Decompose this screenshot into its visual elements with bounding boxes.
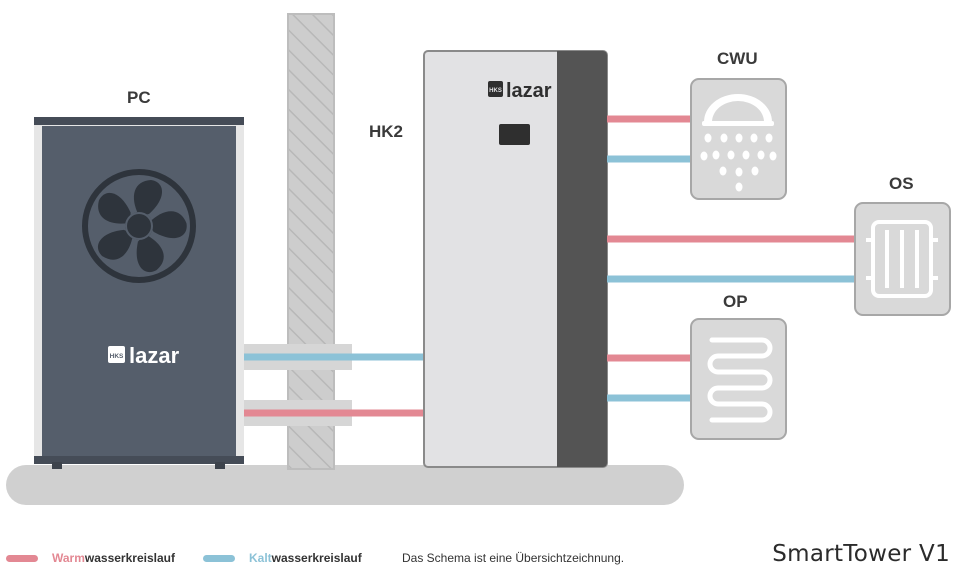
ground-slab (6, 465, 684, 505)
legend-warm-suffix: wasserkreislauf (84, 551, 175, 565)
smarttower-unit (423, 50, 608, 468)
legend: Warmwasserkreislauf Kaltwasserkreislauf … (0, 549, 960, 569)
heat-pump-unit (34, 117, 244, 469)
cold-swatch (203, 555, 235, 562)
fan-icon (82, 169, 196, 283)
lazar-logo-tower: HKS lazar (488, 80, 552, 102)
legend-warm-prefix: Warm (52, 551, 85, 565)
logo-mark: HKS (489, 88, 502, 94)
legend-note: Das Schema ist eine Übersichtzeichnung. (402, 551, 625, 565)
product-title: SmartTower V1 (772, 541, 950, 567)
legend-cold: Kaltwasserkreislauf (249, 551, 362, 565)
shower-icon (700, 94, 777, 192)
label-cwu: CWU (717, 49, 758, 68)
floor-heating-icon (707, 337, 773, 423)
lazar-logo-heat-pump: HKS lazar (108, 343, 180, 368)
control-display (499, 124, 530, 145)
warm-swatch (6, 555, 38, 562)
label-os: OS (889, 174, 914, 193)
logo-mark: HKS (110, 353, 124, 360)
radiator-icon (866, 220, 938, 298)
logo-brand: lazar (506, 80, 552, 102)
op-box (690, 318, 787, 440)
legend-warm: Warmwasserkreislauf (52, 551, 175, 565)
label-hk2: HK2 (369, 122, 404, 141)
wall (287, 13, 335, 470)
legend-cold-prefix: Kalt (249, 551, 272, 565)
label-pc: PC (127, 88, 151, 107)
label-op: OP (723, 292, 748, 311)
logo-brand: lazar (129, 343, 180, 368)
legend-cold-suffix: wasserkreislauf (271, 551, 362, 565)
